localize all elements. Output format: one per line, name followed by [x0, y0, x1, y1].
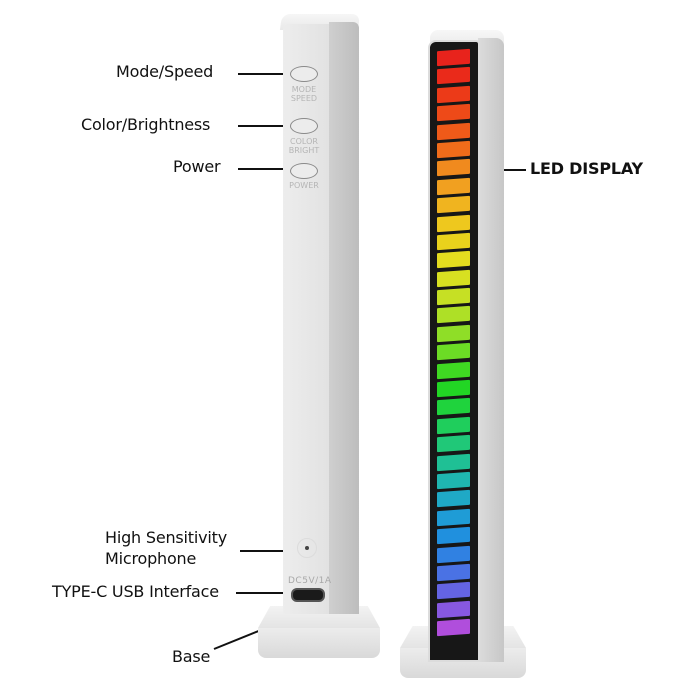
color-brightness-leader: [238, 125, 288, 127]
led-segment: [437, 435, 470, 452]
led-segment-stack: [437, 48, 470, 639]
left-bar-front: [283, 24, 329, 614]
led-segment: [437, 508, 470, 526]
led-segment: [437, 471, 470, 489]
mode-speed-leader: [238, 73, 288, 75]
led-display-label: LED DISPLAY: [530, 159, 643, 178]
led-segment: [437, 398, 470, 416]
led-segment: [437, 67, 470, 85]
base-leader: [213, 629, 261, 650]
led-segment: [437, 545, 470, 563]
usb-c-port[interactable]: [291, 588, 325, 602]
led-segment: [437, 343, 470, 360]
led-segment: [437, 140, 470, 158]
led-segment: [437, 269, 470, 287]
led-segment: [437, 48, 470, 66]
mode-marking: MODE SPEED: [290, 85, 318, 103]
led-segment: [437, 618, 470, 636]
microphone-label-line1: High Sensitivity: [105, 528, 227, 547]
led-segment: [437, 214, 470, 232]
led-segment: [437, 582, 470, 599]
color-marking: COLOR BRIGHT: [288, 137, 320, 155]
led-segment: [437, 416, 470, 434]
mode-speed-label: Mode/Speed: [116, 62, 214, 81]
power-rating-marking: DC5V/1A: [288, 576, 332, 586]
microphone-leader: [240, 550, 292, 552]
color-brightness-button[interactable]: [290, 118, 318, 134]
led-segment: [437, 85, 470, 103]
led-segment: [437, 379, 470, 397]
led-segment: [437, 361, 470, 379]
usb-interface-label: TYPE-C USB Interface: [52, 582, 219, 601]
left-bar-side: [329, 22, 359, 614]
led-segment: [437, 600, 470, 618]
led-segment: [437, 324, 470, 342]
base-label: Base: [172, 647, 211, 666]
led-segment: [437, 287, 470, 305]
right-bar-side: [478, 38, 504, 662]
microphone-label-line2: Microphone: [105, 549, 197, 568]
led-segment: [437, 195, 470, 213]
led-segment: [437, 527, 470, 544]
mode-speed-button[interactable]: [290, 66, 318, 82]
power-marking: POWER: [289, 181, 319, 190]
led-segment: [437, 251, 470, 268]
led-segment: [437, 104, 470, 121]
power-leader: [238, 168, 288, 170]
led-segment: [437, 453, 470, 471]
power-label: Power: [173, 157, 221, 176]
power-button[interactable]: [290, 163, 318, 179]
led-segment: [437, 306, 470, 324]
led-segment: [437, 232, 470, 250]
led-segment: [437, 122, 470, 140]
led-segment: [437, 563, 470, 581]
color-brightness-label: Color/Brightness: [81, 115, 211, 134]
microphone-icon: [297, 538, 317, 558]
usb-interface-leader: [236, 592, 292, 594]
led-segment: [437, 177, 470, 195]
led-segment: [437, 159, 470, 176]
led-segment: [437, 490, 470, 508]
